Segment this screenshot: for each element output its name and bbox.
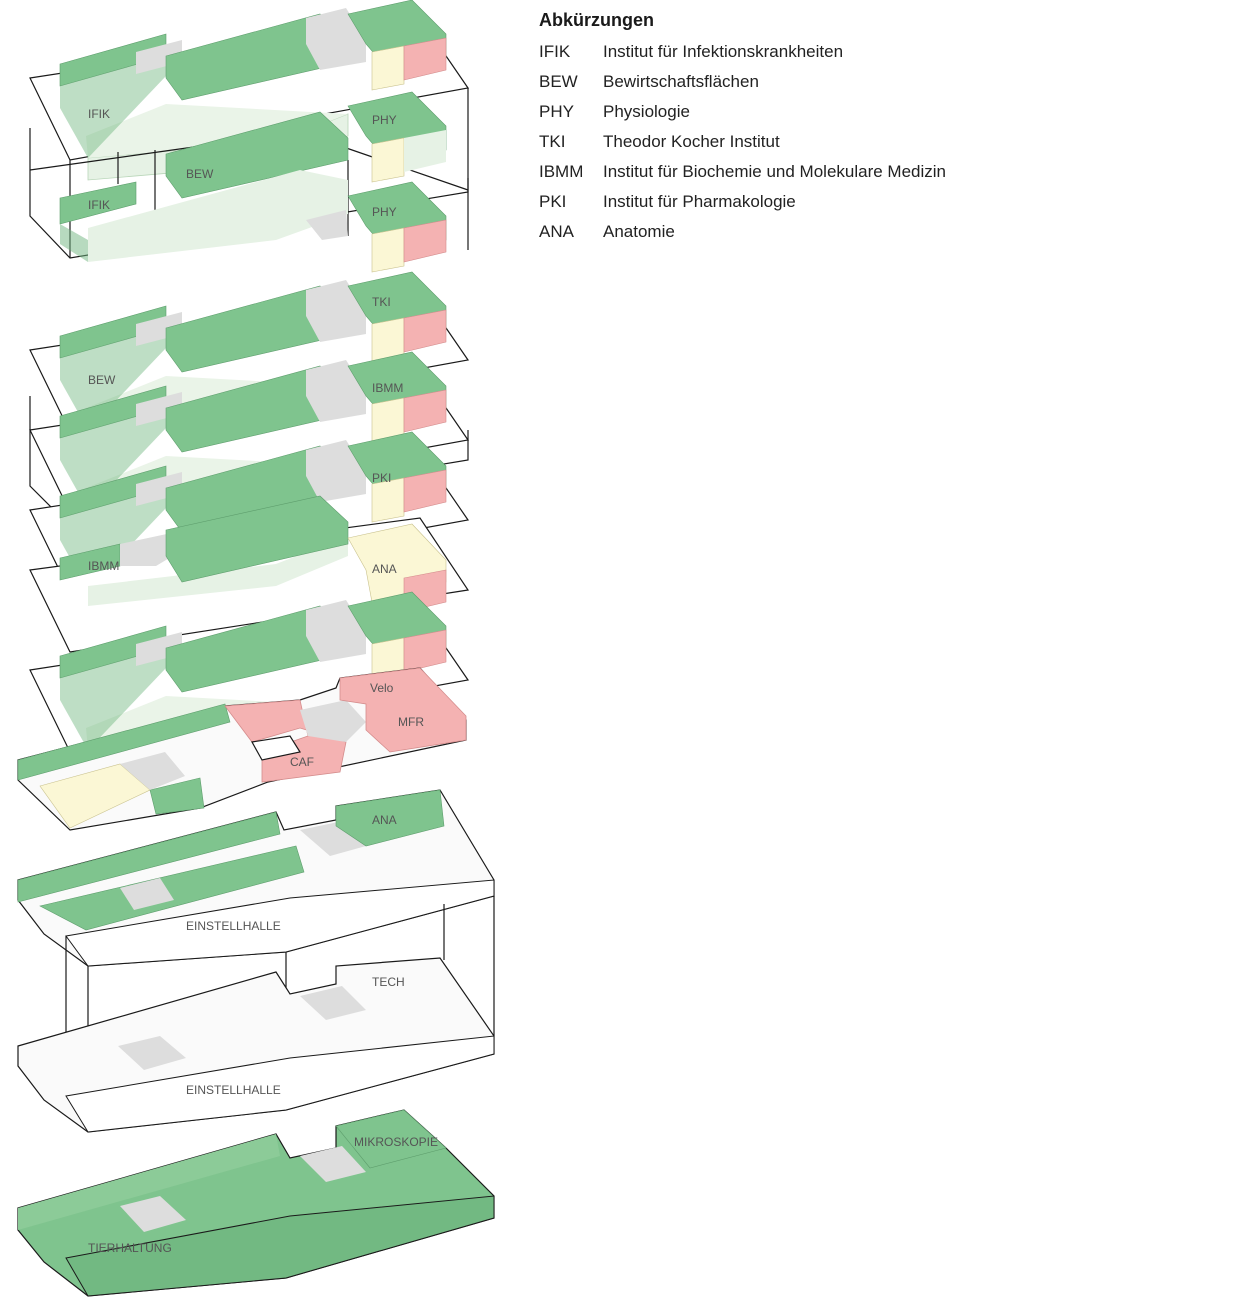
label-velo: Velo <box>370 681 394 695</box>
legend-row: BEW Bewirtschaftsflächen <box>539 67 946 97</box>
legend-row: PHY Physiologie <box>539 97 946 127</box>
label-ifik-2: IFIK <box>88 198 110 212</box>
label-phy-1: PHY <box>372 113 397 127</box>
exploded-floor-diagram: IFIK PHY BEW IFIK PHY TKI <box>17 0 495 1297</box>
label-mfr: MFR <box>398 715 424 729</box>
legend-abbr: TKI <box>539 132 566 151</box>
legend-row: ANA Anatomie <box>539 217 946 247</box>
legend-row: IFIK Institut für Infektionskrankheiten <box>539 37 946 67</box>
legend-row: TKI Theodor Kocher Institut <box>539 127 946 157</box>
legend-name: Institut für Pharmakologie <box>603 192 796 211</box>
label-bew-1: BEW <box>186 167 214 181</box>
label-einstellhalle-1: EINSTELLHALLE <box>186 919 281 933</box>
floor-ground <box>17 667 467 831</box>
label-ibmm-1: IBMM <box>372 381 403 395</box>
legend-abbr: IBMM <box>539 162 584 181</box>
label-ana-1: ANA <box>372 562 397 576</box>
floor-7 <box>29 495 470 653</box>
legend-abbr: PHY <box>539 102 574 121</box>
legend-title: Abkürzungen <box>539 10 654 30</box>
label-pki: PKI <box>372 471 391 485</box>
label-bew-2: BEW <box>88 373 116 387</box>
label-mikroskopie: MIKROSKOPIE <box>354 1135 438 1149</box>
abbreviation-legend: Abkürzungen IFIK Institut für Infektions… <box>539 10 946 247</box>
floor-basement <box>17 1109 495 1297</box>
label-ana-2: ANA <box>372 813 397 827</box>
label-tech: TECH <box>372 975 405 989</box>
legend-name: Physiologie <box>603 102 690 121</box>
legend-name: Anatomie <box>603 222 675 241</box>
label-einstellhalle-2: EINSTELLHALLE <box>186 1083 281 1097</box>
legend-abbr: IFIK <box>539 42 571 61</box>
legend-row: IBMM Institut für Biochemie und Molekula… <box>539 157 946 187</box>
legend-name: Institut für Biochemie und Molekulare Me… <box>603 162 946 181</box>
label-ibmm-2: IBMM <box>88 559 119 573</box>
legend-name: Bewirtschaftsflächen <box>603 72 759 91</box>
floor-3 <box>59 181 447 273</box>
label-tki: TKI <box>372 295 391 309</box>
legend-name: Institut für Infektionskrankheiten <box>603 42 844 61</box>
label-phy-2: PHY <box>372 205 397 219</box>
legend-abbr: ANA <box>539 222 574 241</box>
legend-row: PKI Institut für Pharmakologie <box>539 187 946 217</box>
legend-abbr: PKI <box>539 192 567 211</box>
label-ifik-1: IFIK <box>88 107 110 121</box>
parking-level-upper <box>17 789 495 967</box>
label-caf: CAF <box>290 755 314 769</box>
legend-abbr: BEW <box>539 72 578 91</box>
label-tierhaltung: TIERHALTUNG <box>88 1241 172 1255</box>
parking-level-lower <box>17 957 495 1133</box>
legend-name: Theodor Kocher Institut <box>603 132 780 151</box>
